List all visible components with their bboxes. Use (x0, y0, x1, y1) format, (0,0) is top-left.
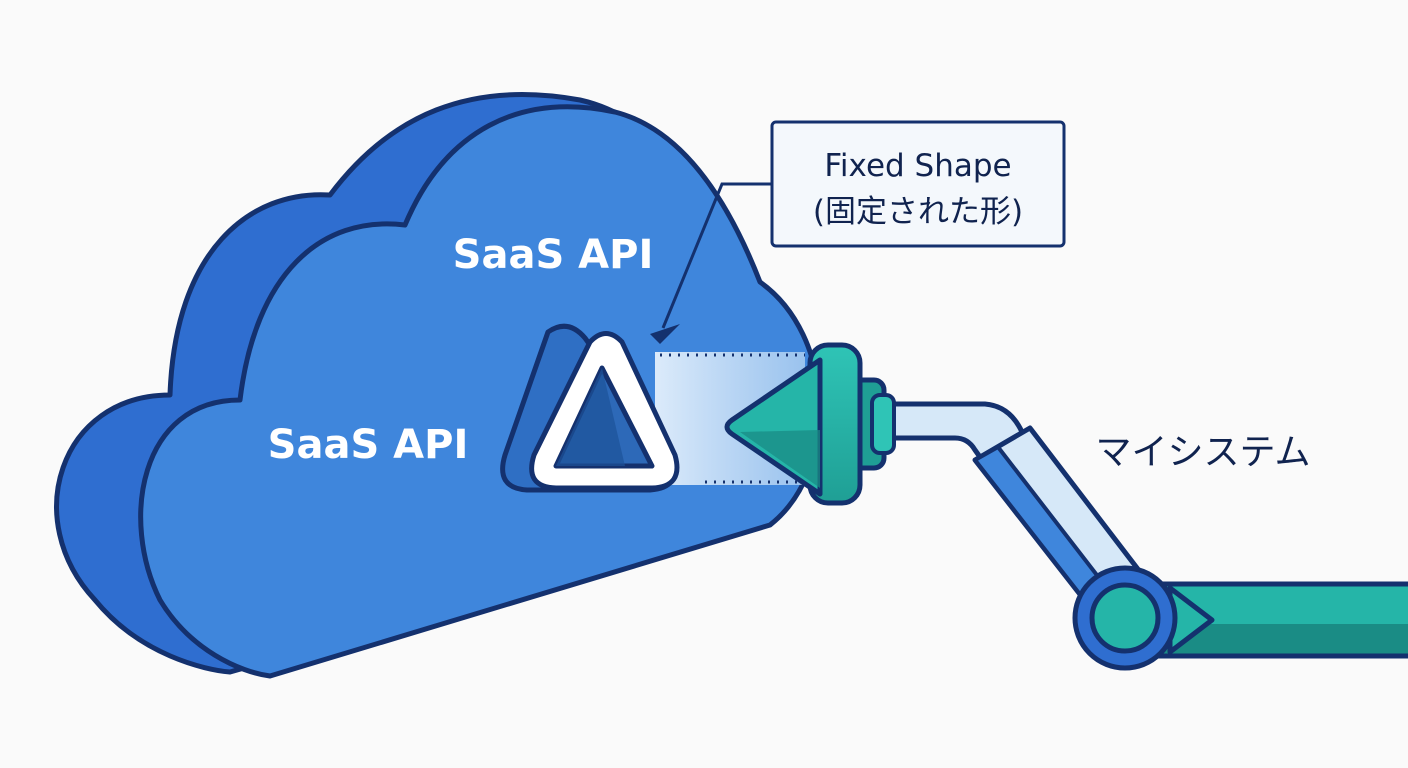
triangle-icon-inner-shade (556, 368, 625, 466)
saas-cloud (54, 92, 822, 679)
circle-joint-icon (1072, 565, 1178, 671)
cloud-title-bottom: SaaS API (268, 422, 469, 468)
callout-leader-line (661, 182, 775, 329)
callout-box (770, 120, 1066, 248)
callout (650, 120, 1066, 344)
triangle-icon (500, 323, 680, 493)
callout-line-1: Fixed Shape (824, 148, 1011, 184)
callout-arrow-head (650, 324, 680, 344)
system-arm (972, 425, 1408, 671)
system-label: マイシステム (1096, 432, 1311, 473)
callout-line-2: (固定された形) (813, 194, 1023, 230)
plug-head-shade (740, 430, 820, 488)
plug-ring (870, 393, 896, 455)
plug-icon (724, 342, 1043, 506)
cloud-front-layer (138, 104, 822, 679)
cloud-title-top: SaaS API (453, 232, 654, 278)
